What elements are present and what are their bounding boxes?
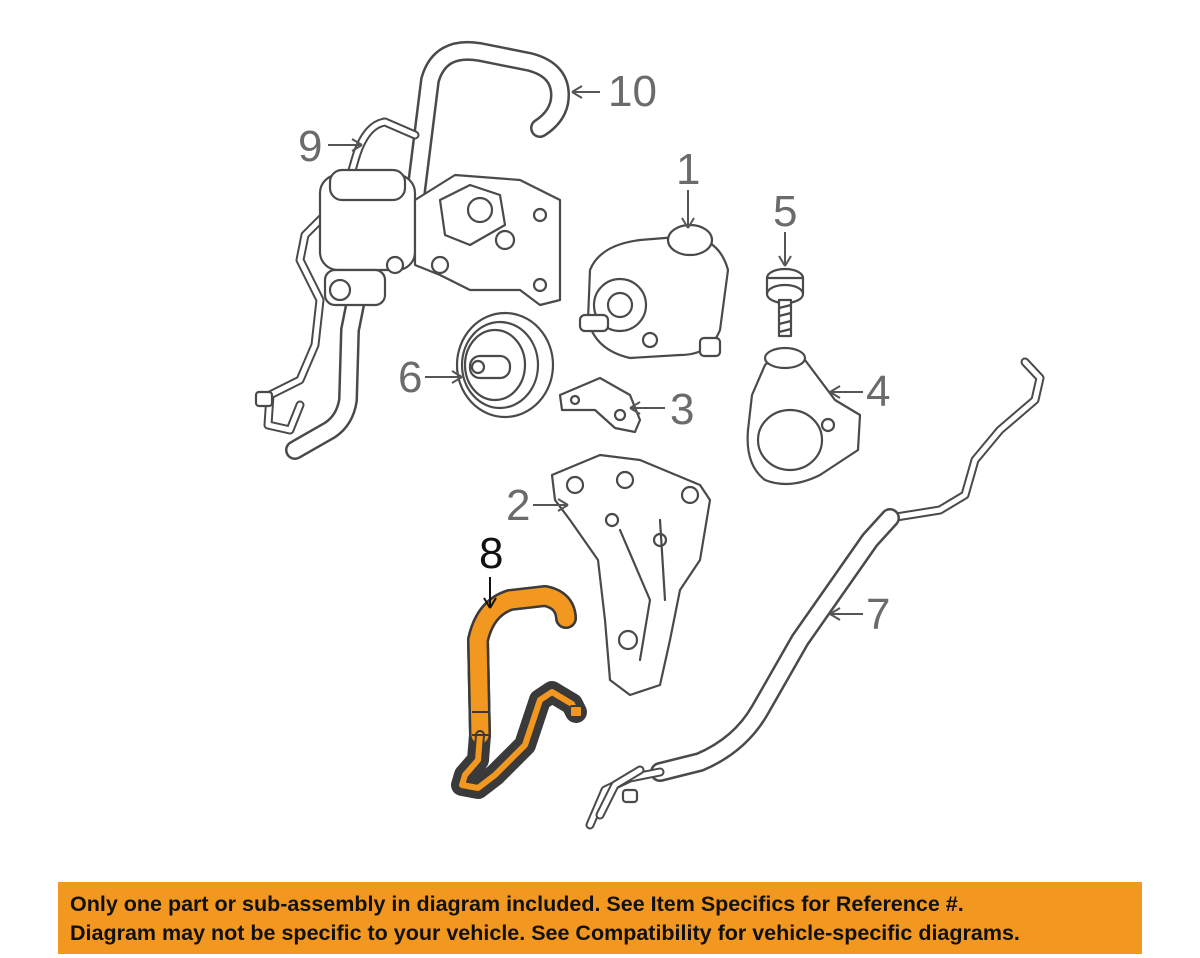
callout-4: 4 xyxy=(866,367,890,416)
disclaimer-line-2: Diagram may not be specific to your vehi… xyxy=(70,921,1020,945)
parts-diagram: 10 9 1 5 6 3 4 2 7 8 xyxy=(254,40,1045,830)
part-3-bracket xyxy=(558,376,642,434)
part-8-hose xyxy=(451,585,587,799)
callout-6: 6 xyxy=(398,353,422,402)
part-4-reservoir xyxy=(746,346,862,486)
callout-5: 5 xyxy=(773,187,797,236)
callout-8: 8 xyxy=(479,529,503,578)
part-1-pump xyxy=(578,223,730,360)
callout-2: 2 xyxy=(506,481,530,530)
leader-lines xyxy=(328,85,863,621)
part-2-bracket xyxy=(550,453,712,697)
part-7-line xyxy=(585,357,1045,830)
callout-10: 10 xyxy=(608,67,657,116)
part-8-fill xyxy=(469,587,575,744)
part-6-pulley xyxy=(455,311,555,419)
part-5-cap xyxy=(765,267,805,338)
part-9-line xyxy=(254,117,420,460)
part-10-hose xyxy=(400,40,570,250)
callout-1: 1 xyxy=(676,145,700,194)
disclaimer-line-1: Only one part or sub-assembly in diagram… xyxy=(70,892,964,916)
disclaimer-banner: Only one part or sub-assembly in diagram… xyxy=(58,882,1142,954)
callout-7: 7 xyxy=(866,590,890,639)
callout-3: 3 xyxy=(670,385,694,434)
hydroboost-assembly xyxy=(318,168,562,307)
callout-9: 9 xyxy=(298,122,322,171)
